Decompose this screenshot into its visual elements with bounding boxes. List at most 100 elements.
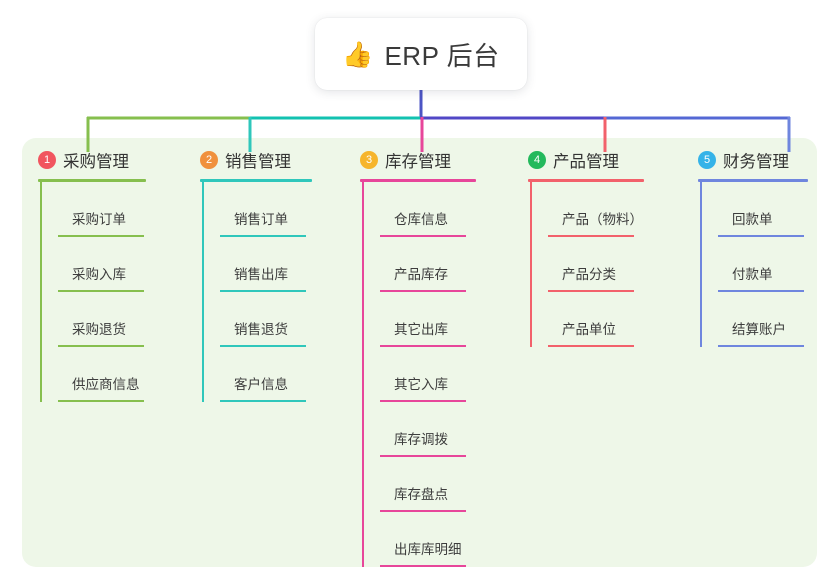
column-spine xyxy=(700,182,702,347)
leaf-node[interactable]: 供应商信息 xyxy=(56,347,198,402)
leaf-node-label: 结算账户 xyxy=(732,322,786,337)
column-header[interactable]: 1 采购管理 xyxy=(38,148,198,172)
leaf-node-rule xyxy=(380,345,466,347)
leaf-node[interactable]: 销售订单 xyxy=(218,182,360,237)
leaf-node-label: 供应商信息 xyxy=(72,377,140,392)
leaf-node-rule xyxy=(220,345,306,347)
column-header[interactable]: 3 库存管理 xyxy=(360,148,520,172)
leaf-node-rule xyxy=(718,345,804,347)
column-采购管理: 1 采购管理采购订单采购入库采购退货供应商信息 xyxy=(38,148,198,402)
leaf-node-label: 仓库信息 xyxy=(394,212,448,227)
leaf-node-label: 产品库存 xyxy=(394,267,448,282)
column-title: 库存管理 xyxy=(385,153,451,171)
leaf-node-rule xyxy=(380,565,466,567)
leaf-node[interactable]: 结算账户 xyxy=(716,292,839,347)
column-spine xyxy=(202,182,204,402)
column-spine xyxy=(362,182,364,567)
leaf-node-rule xyxy=(58,235,144,237)
leaf-node[interactable]: 产品库存 xyxy=(378,237,520,292)
thumbs-up-icon: 👍 xyxy=(342,40,374,69)
leaf-node-label: 付款单 xyxy=(732,267,773,282)
column-header[interactable]: 5 财务管理 xyxy=(698,148,839,172)
column-财务管理: 5 财务管理回款单付款单结算账户 xyxy=(698,148,839,347)
column-number-badge: 3 xyxy=(360,151,378,169)
diagram-panel-background xyxy=(22,138,817,567)
leaf-node-label: 销售退货 xyxy=(234,322,288,337)
column-title: 销售管理 xyxy=(225,153,291,171)
leaf-node[interactable]: 其它出库 xyxy=(378,292,520,347)
root-node-title: ERP 后台 xyxy=(384,40,500,71)
column-number-badge: 4 xyxy=(528,151,546,169)
leaf-node-rule xyxy=(220,235,306,237)
leaf-node[interactable]: 销售出库 xyxy=(218,237,360,292)
leaf-node[interactable]: 产品（物料） xyxy=(546,182,688,237)
leaf-node-label: 回款单 xyxy=(732,212,773,227)
column-items: 产品（物料） 产品分类产品单位 xyxy=(528,182,688,347)
column-items: 采购订单采购入库采购退货供应商信息 xyxy=(38,182,198,402)
column-header-rule xyxy=(38,179,146,182)
leaf-node[interactable]: 产品单位 xyxy=(546,292,688,347)
leaf-node-label: 采购退货 xyxy=(72,322,126,337)
leaf-node-label: 客户信息 xyxy=(234,377,288,392)
leaf-node-rule xyxy=(718,235,804,237)
leaf-node[interactable]: 产品分类 xyxy=(546,237,688,292)
leaf-node-rule xyxy=(548,235,634,237)
column-header-rule xyxy=(698,179,808,182)
leaf-node-rule xyxy=(718,290,804,292)
column-header-rule xyxy=(200,179,312,182)
column-items: 回款单付款单结算账户 xyxy=(698,182,839,347)
column-number-badge: 2 xyxy=(200,151,218,169)
leaf-node[interactable]: 付款单 xyxy=(716,237,839,292)
leaf-node-rule xyxy=(548,290,634,292)
leaf-node[interactable]: 其它入库 xyxy=(378,347,520,402)
column-销售管理: 2 销售管理销售订单销售出库销售退货客户信息 xyxy=(200,148,360,402)
leaf-node[interactable]: 客户信息 xyxy=(218,347,360,402)
leaf-node-rule xyxy=(58,290,144,292)
leaf-node-label: 库存调拨 xyxy=(394,432,448,447)
leaf-node[interactable]: 采购入库 xyxy=(56,237,198,292)
leaf-node-rule xyxy=(380,400,466,402)
column-number-badge: 1 xyxy=(38,151,56,169)
column-title: 产品管理 xyxy=(553,153,619,171)
leaf-node-rule xyxy=(380,510,466,512)
column-header-rule xyxy=(528,179,644,182)
leaf-node-rule xyxy=(548,345,634,347)
root-node-card[interactable]: 👍 ERP 后台 xyxy=(315,18,527,90)
leaf-node-label: 采购订单 xyxy=(72,212,126,227)
column-spine xyxy=(40,182,42,402)
leaf-node-label: 出库库明细 xyxy=(394,542,462,557)
column-spine xyxy=(530,182,532,347)
leaf-node-label: 产品单位 xyxy=(562,322,616,337)
leaf-node[interactable]: 采购退货 xyxy=(56,292,198,347)
leaf-node-label: 销售出库 xyxy=(234,267,288,282)
leaf-node-label: 库存盘点 xyxy=(394,487,448,502)
leaf-node-rule xyxy=(58,400,144,402)
leaf-node[interactable]: 采购订单 xyxy=(56,182,198,237)
leaf-node-label: 销售订单 xyxy=(234,212,288,227)
column-title: 财务管理 xyxy=(723,153,789,171)
leaf-node-label: 其它出库 xyxy=(394,322,448,337)
leaf-node[interactable]: 库存盘点 xyxy=(378,457,520,512)
leaf-node-rule xyxy=(380,455,466,457)
column-库存管理: 3 库存管理仓库信息产品库存其它出库其它入库库存调拨库存盘点出库库明细 xyxy=(360,148,520,567)
column-title: 采购管理 xyxy=(63,153,129,171)
leaf-node-label: 采购入库 xyxy=(72,267,126,282)
leaf-node[interactable]: 销售退货 xyxy=(218,292,360,347)
leaf-node[interactable]: 出库库明细 xyxy=(378,512,520,567)
leaf-node-label: 产品分类 xyxy=(562,267,616,282)
column-产品管理: 4 产品管理产品（物料） 产品分类产品单位 xyxy=(528,148,688,347)
column-header-rule xyxy=(360,179,476,182)
column-header[interactable]: 4 产品管理 xyxy=(528,148,688,172)
column-header[interactable]: 2 销售管理 xyxy=(200,148,360,172)
leaf-node[interactable]: 回款单 xyxy=(716,182,839,237)
column-items: 仓库信息产品库存其它出库其它入库库存调拨库存盘点出库库明细 xyxy=(360,182,520,567)
leaf-node[interactable]: 仓库信息 xyxy=(378,182,520,237)
leaf-node[interactable]: 库存调拨 xyxy=(378,402,520,457)
leaf-node-rule xyxy=(220,400,306,402)
leaf-node-label: 产品（物料） xyxy=(562,212,643,227)
leaf-node-rule xyxy=(58,345,144,347)
column-number-badge: 5 xyxy=(698,151,716,169)
leaf-node-rule xyxy=(220,290,306,292)
leaf-node-label: 其它入库 xyxy=(394,377,448,392)
